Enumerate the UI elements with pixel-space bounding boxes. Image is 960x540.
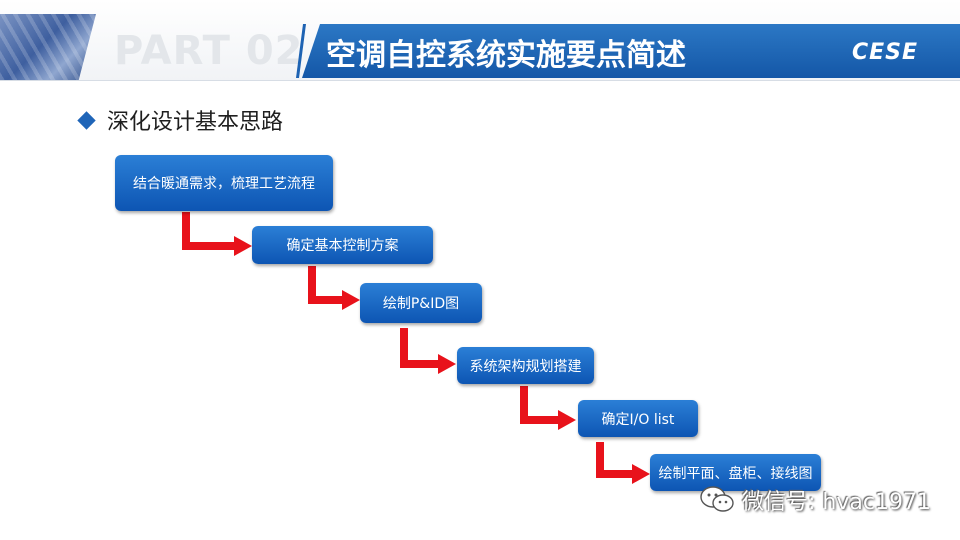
step-4-box: 系统架构规划搭建 <box>457 347 594 384</box>
arrow-1 <box>182 212 252 256</box>
slide-title: 空调自控系统实施要点简述 <box>326 38 686 73</box>
step-3-box: 绘制P&ID图 <box>360 283 482 323</box>
step-6-box: 绘制平面、盘柜、接线图 <box>650 454 821 491</box>
part-label: PART 02 <box>114 28 304 74</box>
header-photo <box>0 14 96 80</box>
slide-header: PART 02 空调自控系统实施要点简述 CESE <box>0 0 960 81</box>
wechat-id-text: 微信号: hvac1971 <box>742 490 931 515</box>
step-2-box: 确定基本控制方案 <box>252 226 433 264</box>
step-1-box: 结合暖通需求，梳理工艺流程 <box>115 155 333 211</box>
arrow-3 <box>400 328 456 374</box>
arrow-2 <box>308 266 360 310</box>
wechat-icon <box>700 486 734 512</box>
title-bar <box>302 24 960 78</box>
arrow-5 <box>596 442 650 484</box>
section-title: 深化设计基本思路 <box>107 110 284 135</box>
step-5-box: 确定I/O list <box>578 400 698 437</box>
arrow-4 <box>520 386 576 430</box>
title-slash-decoration <box>296 24 306 78</box>
section-heading: 深化设计基本思路 <box>77 104 284 136</box>
cese-logo: CESE <box>852 40 919 65</box>
wechat-watermark: 微信号: hvac1971 <box>700 484 931 516</box>
